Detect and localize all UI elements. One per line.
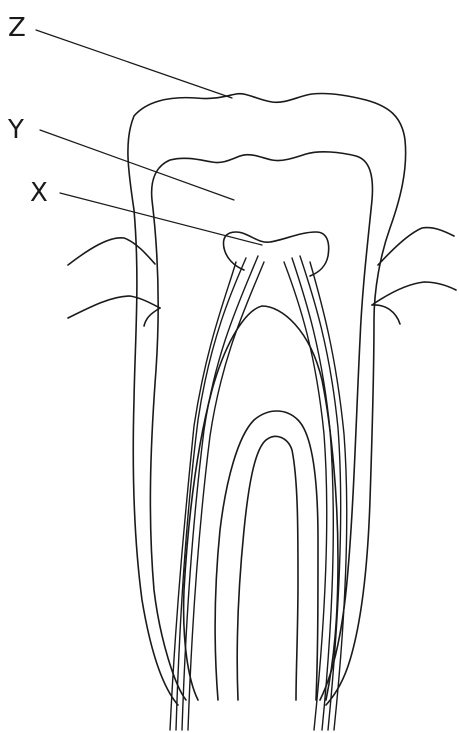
leader-line-y	[40, 130, 234, 200]
furcation-inner	[237, 436, 298, 700]
furcation-outer	[215, 411, 318, 700]
gum-left	[68, 238, 160, 326]
nerve-bundle-right	[284, 256, 347, 730]
label-y: Y	[7, 115, 24, 145]
leader-line-x	[60, 193, 262, 245]
root-inner-outline	[184, 306, 338, 700]
label-z: Z	[8, 13, 26, 43]
leader-line-z	[36, 30, 232, 98]
nerve-bundle-left	[170, 256, 264, 730]
enamel-outline	[128, 93, 406, 705]
label-x: X	[30, 178, 48, 208]
